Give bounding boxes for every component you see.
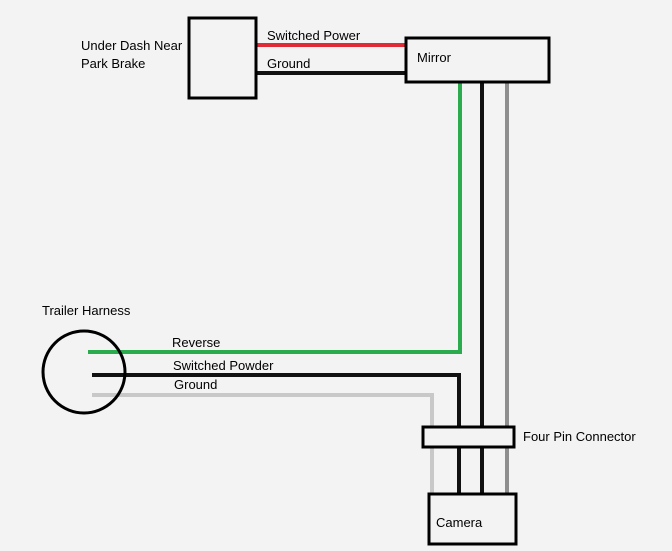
- mirror-label: Mirror: [417, 50, 452, 65]
- under-dash-label-line1: Under Dash Near: [81, 38, 183, 53]
- switched-powder-label: Switched Powder: [173, 358, 274, 373]
- under-dash-box: [187, 16, 258, 100]
- under-dash-label-line2: Park Brake: [81, 56, 145, 71]
- four-pin-connector-label: Four Pin Connector: [523, 429, 636, 444]
- four-pin-connector-box: [421, 425, 516, 449]
- mirror-box: [404, 36, 551, 84]
- camera-box-outline: [427, 492, 518, 546]
- trailer-harness-label: Trailer Harness: [42, 303, 131, 318]
- camera-label: Camera: [436, 515, 483, 530]
- ground-bottom-label: Ground: [174, 377, 217, 392]
- switched-power-label: Switched Power: [267, 28, 361, 43]
- reverse-label: Reverse: [172, 335, 220, 350]
- ground-top-label: Ground: [267, 56, 310, 71]
- trailer-harness-circle: [41, 329, 127, 415]
